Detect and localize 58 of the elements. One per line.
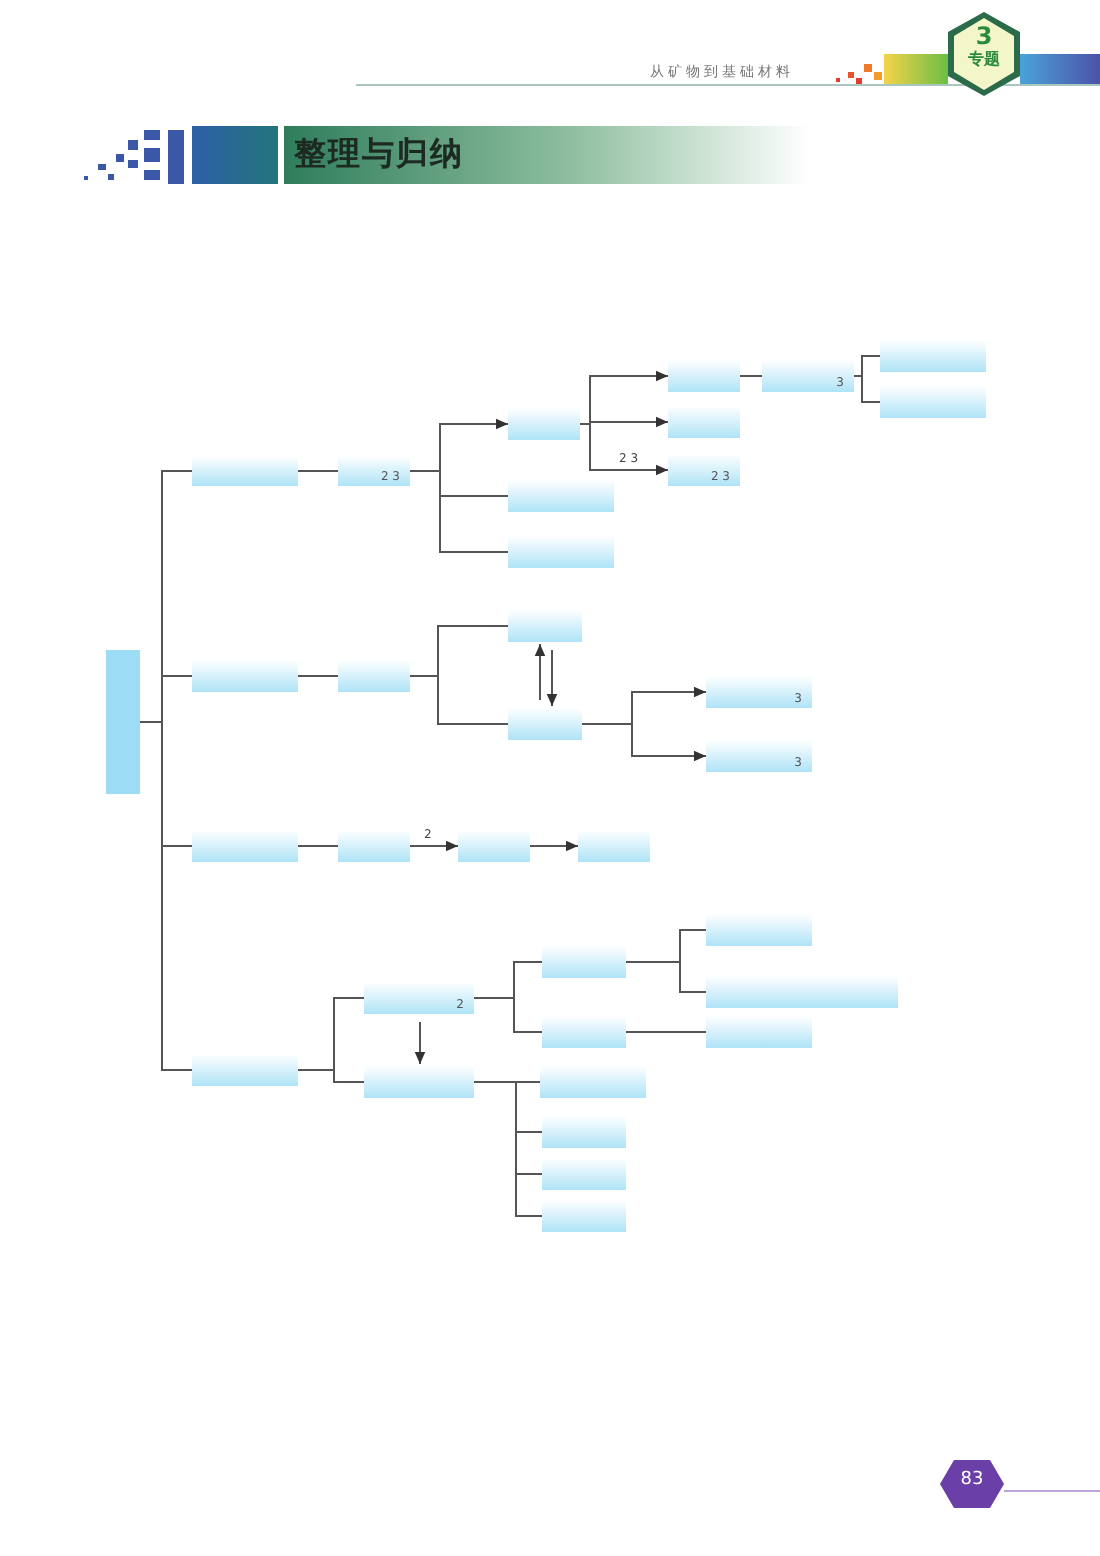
concept-box xyxy=(542,1116,626,1148)
connector-line xyxy=(739,375,763,377)
concept-box xyxy=(880,340,986,372)
concept-box xyxy=(542,1016,626,1048)
connector-line xyxy=(139,721,193,1071)
concept-box xyxy=(338,456,410,486)
connector-line xyxy=(473,997,543,1033)
concept-box xyxy=(706,914,812,946)
connector-line xyxy=(625,1031,707,1033)
concept-box xyxy=(542,946,626,978)
connector-line xyxy=(473,1081,543,1217)
concept-box xyxy=(706,676,812,708)
concept-box xyxy=(192,830,298,862)
arrow xyxy=(414,1021,426,1065)
connector-line xyxy=(625,961,707,993)
connector-line xyxy=(409,470,509,553)
concept-box xyxy=(542,1200,626,1232)
concept-box xyxy=(364,1066,474,1098)
concept-box xyxy=(508,408,580,440)
badge-number: 3 xyxy=(973,24,995,50)
concept-box xyxy=(706,1016,812,1048)
connector-line xyxy=(297,1069,365,1083)
concept-box xyxy=(508,610,582,642)
concept-box xyxy=(880,386,986,418)
concept-box xyxy=(508,480,614,512)
concept-box xyxy=(706,976,898,1008)
concept-box xyxy=(106,650,140,794)
concept-box xyxy=(540,1066,646,1098)
section-title: 整理与归纳 xyxy=(294,134,464,176)
badge-text: 专题 xyxy=(966,50,1002,68)
concept-box xyxy=(458,830,530,862)
page-number: 83 xyxy=(958,1470,986,1490)
connector-line xyxy=(297,675,339,677)
concept-box xyxy=(668,454,740,486)
concept-box xyxy=(192,660,298,692)
concept-box xyxy=(338,830,410,862)
concept-box xyxy=(668,360,740,392)
concept-box xyxy=(706,740,812,772)
connector-line xyxy=(297,845,339,847)
connector-line xyxy=(297,470,339,472)
concept-box xyxy=(338,660,410,692)
concept-box xyxy=(542,1158,626,1190)
arrow xyxy=(529,840,579,852)
arrow xyxy=(546,649,558,707)
connector-line xyxy=(409,675,509,725)
concept-box xyxy=(668,406,740,438)
concept-box xyxy=(364,982,474,1014)
concept-box xyxy=(762,360,854,392)
arrow xyxy=(409,840,459,852)
concept-box xyxy=(508,708,582,740)
arrow xyxy=(581,723,707,762)
connector-line xyxy=(853,375,881,403)
arrow xyxy=(534,643,546,701)
concept-box xyxy=(192,1054,298,1086)
concept-box xyxy=(508,536,614,568)
concept-box xyxy=(192,456,298,486)
concept-box xyxy=(578,830,650,862)
arrow xyxy=(579,423,669,476)
